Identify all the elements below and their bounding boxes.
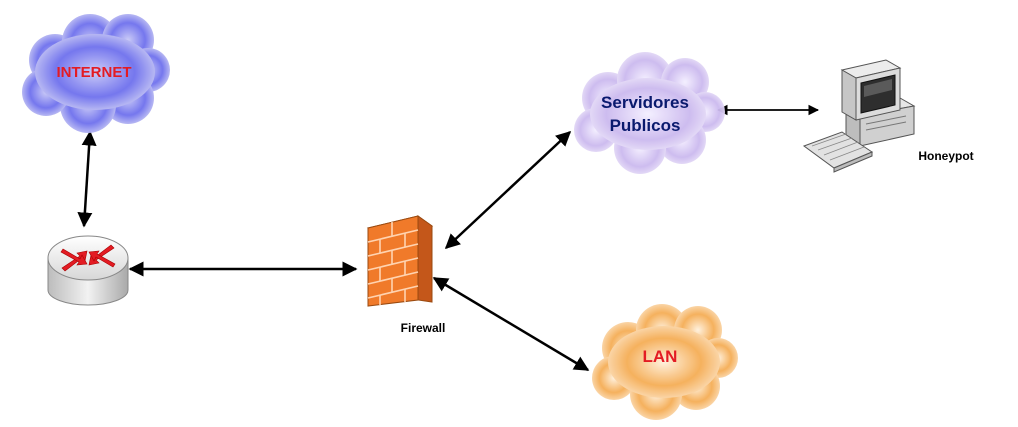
cloud-icon (574, 52, 725, 174)
honeypot: Honeypot (802, 59, 974, 173)
link-firewall-lan (432, 276, 590, 372)
servidores-publicos-cloud: Servidores Publicos (574, 52, 725, 174)
link-firewall-servidores (444, 130, 572, 250)
internet-cloud: INTERNET (22, 14, 170, 133)
desktop-computer-icon (802, 59, 916, 173)
link-internet-router (77, 130, 97, 228)
servidores-label-line1: Servidores (601, 93, 689, 112)
firewall-label: Firewall (401, 321, 446, 335)
internet-label: INTERNET (57, 64, 132, 81)
cloud-icon (22, 14, 170, 133)
lan-cloud: LAN (592, 304, 738, 420)
honeypot-label: Honeypot (918, 149, 973, 163)
router-icon (47, 235, 129, 306)
servidores-label-line2: Publicos (610, 116, 681, 135)
cloud-icon (592, 304, 738, 420)
firewall-icon (366, 215, 434, 307)
router (47, 235, 129, 306)
firewall: Firewall (366, 215, 446, 335)
lan-label: LAN (643, 347, 678, 366)
